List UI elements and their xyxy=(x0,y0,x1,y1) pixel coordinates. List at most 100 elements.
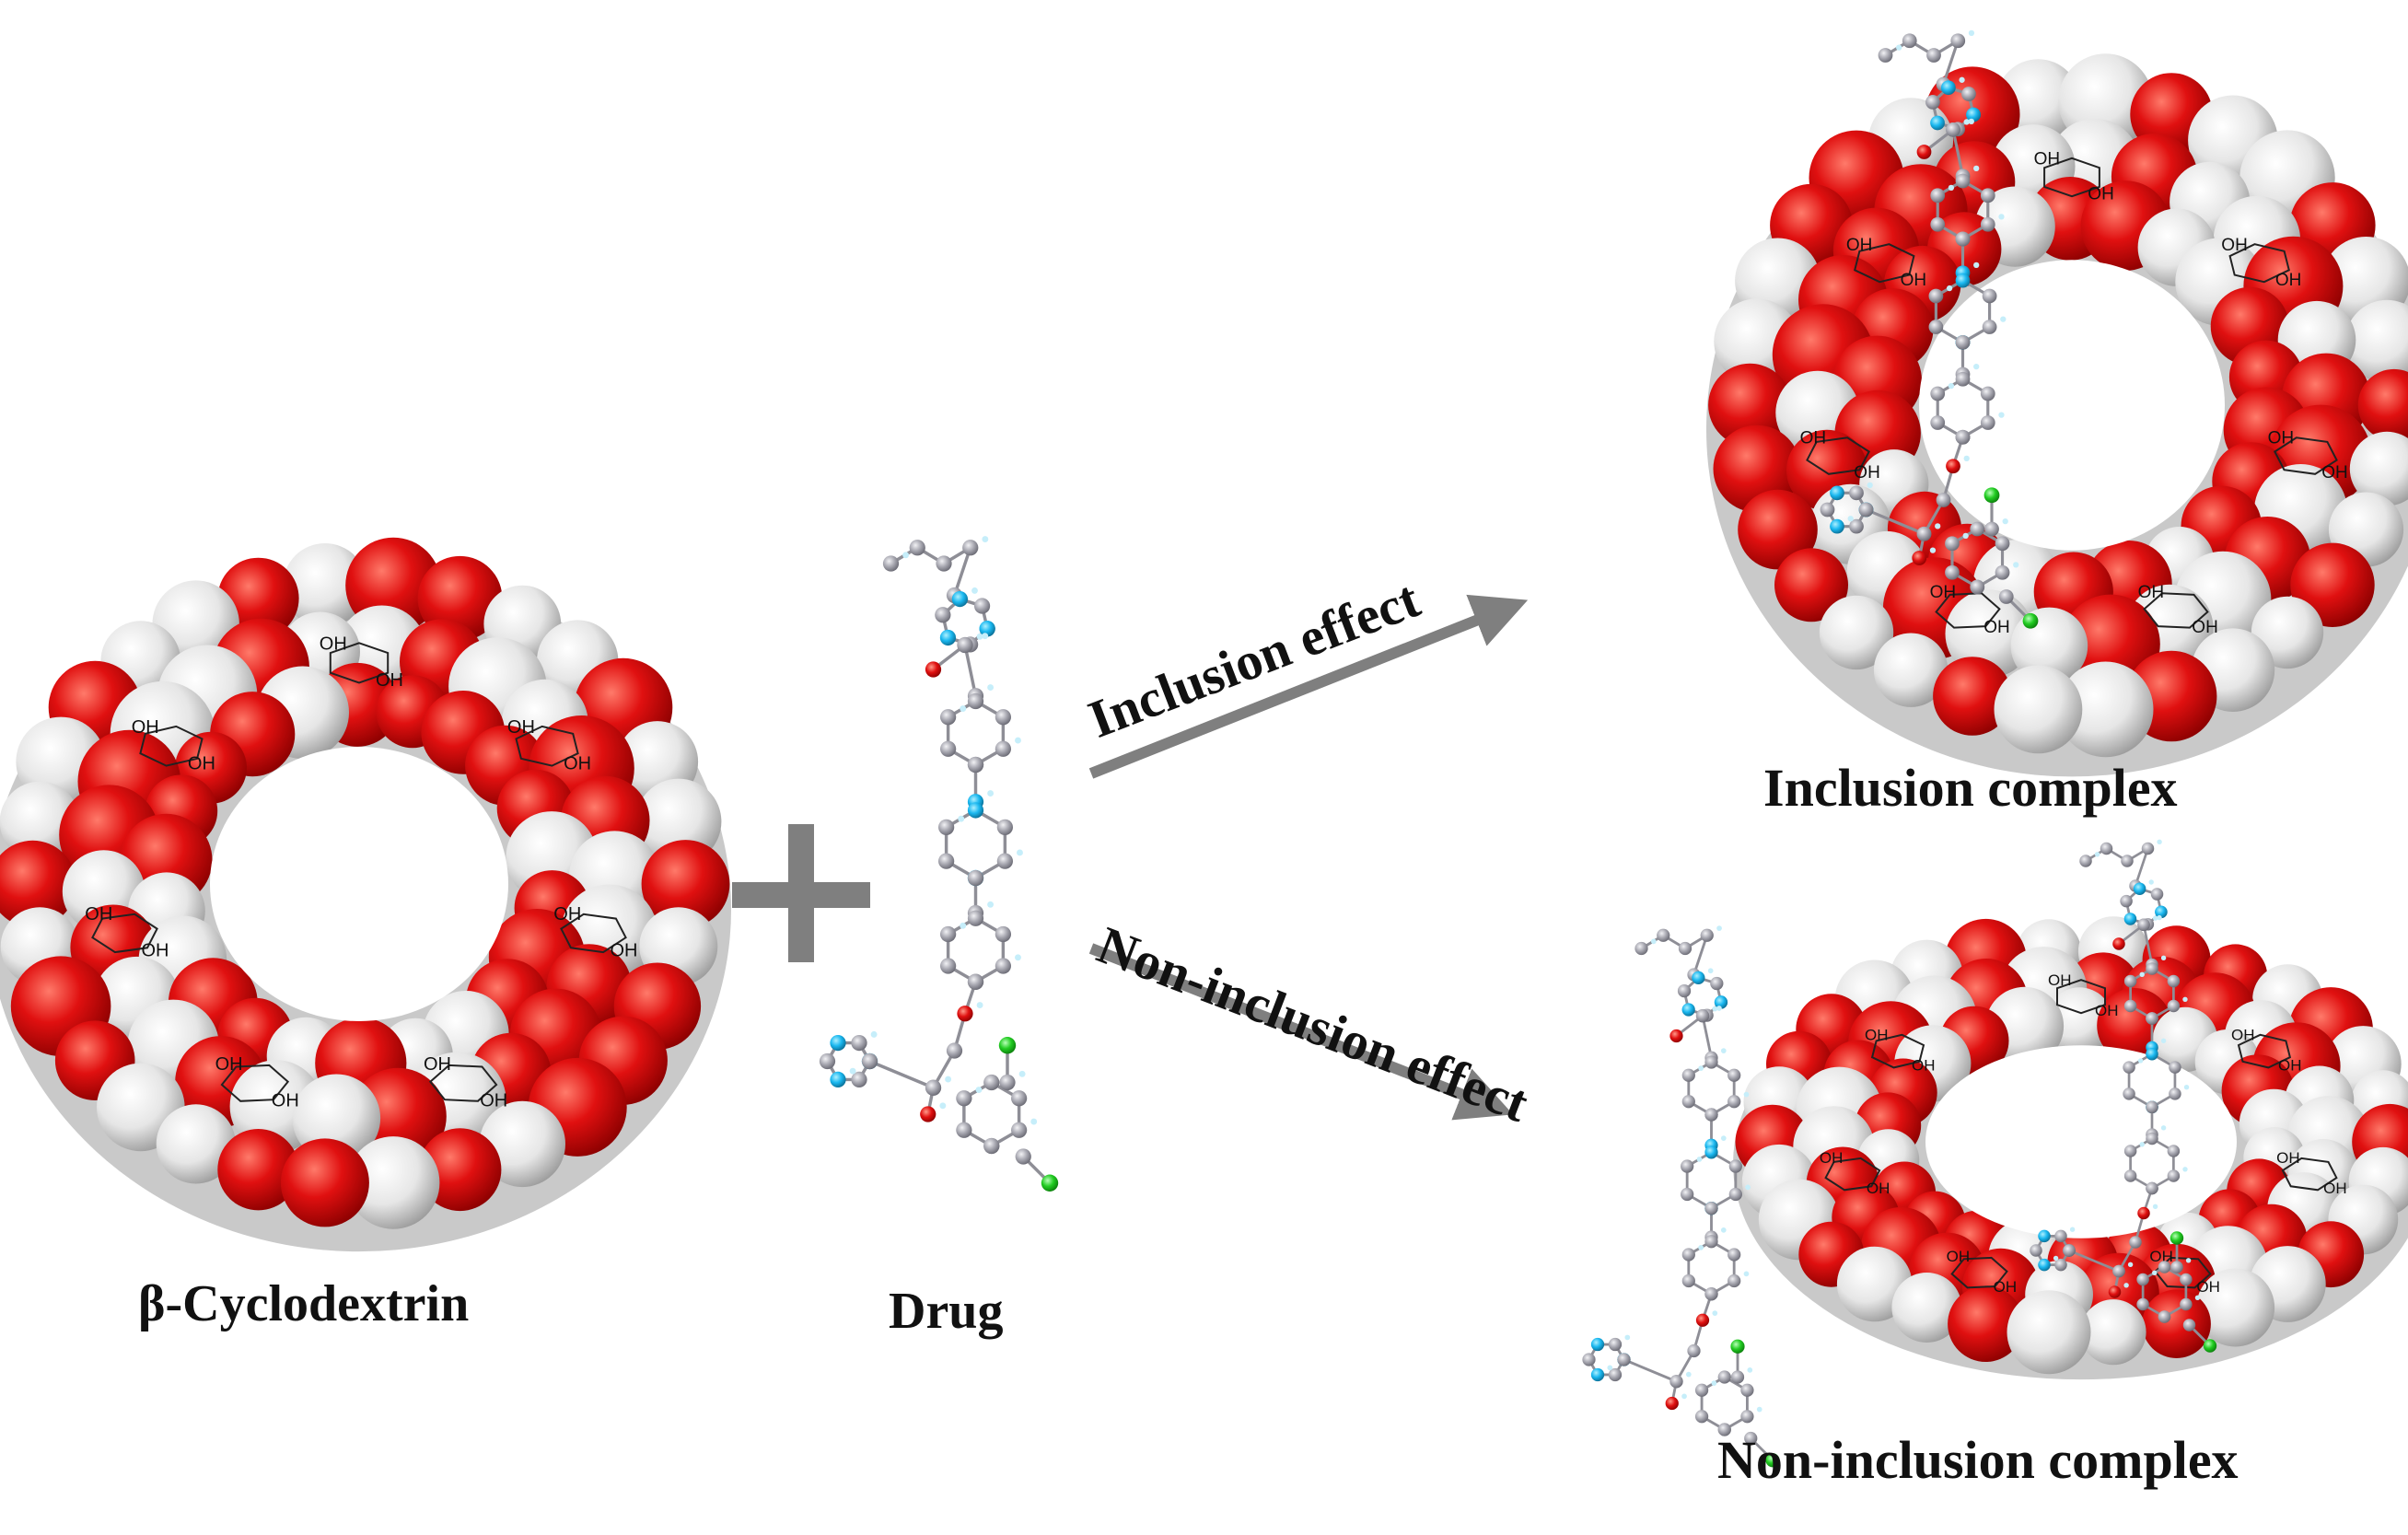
noninclusion-drug-left-bond xyxy=(1623,1358,1678,1383)
noninclusion-drug-right-atom-C xyxy=(2158,1261,2171,1273)
noninclusion-drug-right-atom-H xyxy=(2152,915,2158,921)
noninclusion-drug-right-atom-C xyxy=(2169,1087,2181,1100)
noninclusion-drug-right-atom-Cl xyxy=(2203,1339,2217,1353)
inclusion-drug-atom-N xyxy=(1955,273,1971,288)
cd-left-hydroxyl-label: OH xyxy=(507,717,535,738)
drug-atom-C xyxy=(938,853,955,869)
drug-atom-H xyxy=(982,633,989,640)
drug-atom-N xyxy=(830,1071,846,1088)
noninclusion-drug-left-atom-C xyxy=(1727,1068,1741,1082)
noninclusion-drug-left-atom-H xyxy=(1681,1393,1687,1400)
inclusion-drug-atom-H xyxy=(1973,165,1980,172)
inclusion-drug-atom-C xyxy=(1930,415,1946,430)
drug-atom-O xyxy=(925,661,942,678)
noninclusion-hydroxyl-label: OH xyxy=(2276,1149,2300,1167)
noninclusion-drug-left-atom-O xyxy=(1665,1396,1679,1411)
noninclusion-drug-right-atom-H xyxy=(2182,996,2188,1003)
inclusion-glucose-ring xyxy=(2143,592,2209,629)
noninclusion-drug-right-atom-C xyxy=(2167,999,2181,1013)
noninclusion-hydroxyl-label: OH xyxy=(2095,1002,2119,1019)
noninclusion-drug-left-atom-C xyxy=(1681,1159,1694,1173)
inclusion-drug-atom-N xyxy=(1966,107,1981,122)
noninclusion-drug-right-atom-N xyxy=(2146,1047,2158,1061)
drug-atom-H xyxy=(960,705,967,712)
inclusion-atom xyxy=(1819,595,1894,670)
noninclusion-drug-left-atom-C xyxy=(1728,1187,1742,1202)
drug-atom-N xyxy=(939,629,957,646)
drug-atom-H xyxy=(960,922,967,929)
cd-left-hydroxyl-label: OH xyxy=(553,904,581,924)
noninclusion-drug-left-atom-H xyxy=(1650,938,1657,945)
inclusion-atom xyxy=(1945,589,2034,678)
inclusion-drug-atom-C xyxy=(1995,564,2010,580)
inclusion-drug-atom-N xyxy=(1930,115,1945,131)
noninclusion-drug-left-atom-C xyxy=(1704,1202,1718,1215)
inclusion-drug-atom-C xyxy=(1955,334,1971,350)
noninclusion-drug-right-atom-H xyxy=(2152,1204,2158,1210)
drug-atom-H xyxy=(1018,1070,1026,1077)
noninclusion-glucose-ring xyxy=(2281,1157,2338,1192)
noninclusion-drug-right-atom-C xyxy=(2123,1061,2135,1074)
inclusion-hydroxyl-label: OH xyxy=(1846,236,1873,255)
noninclusion-glucose-ring xyxy=(1824,1157,1881,1192)
inclusion-arrow xyxy=(1088,594,1529,779)
noninclusion-drug-left-atom-C xyxy=(1700,928,1714,942)
drug-atom-H xyxy=(1030,1118,1038,1125)
inclusion-drug-atom-C xyxy=(1955,173,1971,189)
drug-atom-H xyxy=(945,1076,952,1083)
noninclusion-drug-right-atom-N xyxy=(2038,1229,2051,1243)
noninclusion-drug-right-atom-H xyxy=(2182,1167,2188,1172)
noninclusion-drug-right-atom-C xyxy=(2123,1087,2135,1100)
noninclusion-drug-left-atom-H xyxy=(1685,1371,1692,1378)
noninclusion-drug-left-atom-H xyxy=(1624,1334,1631,1341)
inclusion-drug-atom-C xyxy=(1970,521,1985,537)
noninclusion-drug-left-atom-C xyxy=(1740,1383,1754,1397)
inclusion-atom xyxy=(1774,548,1848,622)
inclusion-drug-atom-C xyxy=(1936,493,1951,507)
noninclusion-drug-right-atom-C xyxy=(2123,1169,2137,1182)
inclusion-glucose-ring xyxy=(2228,243,2290,284)
inclusion-drug-atom-C xyxy=(1945,536,1960,552)
drug-atom-O xyxy=(920,1106,936,1122)
inclusion-drug-atom-Cl xyxy=(1983,487,2000,504)
inclusion-hydroxyl-label: OH xyxy=(2275,271,2302,290)
inclusion-drug-atom-H xyxy=(2013,562,2019,568)
noninclusion-drug-right-atom-O xyxy=(2137,1206,2150,1220)
noninclusion-glucose-ring xyxy=(1870,1033,1925,1069)
drug-atom-C xyxy=(939,740,957,757)
noninclusion-drug-left-atom-C xyxy=(1717,1423,1731,1436)
inclusion-glucose-ring xyxy=(2043,157,2100,198)
inclusion-drug-atom-H xyxy=(1973,262,1980,268)
noninclusion-drug-left-atom-C xyxy=(1681,1095,1695,1109)
cd-left-hydroxyl-label: OH xyxy=(272,1091,299,1111)
noninclusion-drug-left-atom-H xyxy=(1712,1006,1718,1012)
noninclusion-drug-right-atom-C xyxy=(2180,1297,2193,1311)
noninclusion-drug-left-atom-C xyxy=(1608,1337,1623,1352)
inclusion-drug-atom-N xyxy=(1941,80,1956,96)
noninclusion-drug-left-atom-C xyxy=(1727,1095,1741,1109)
drug-atom-N xyxy=(967,802,984,819)
noninclusion-drug-right-atom-H xyxy=(2069,1227,2076,1232)
drug-atom-C xyxy=(995,740,1012,757)
inclusion-drug-atom-O xyxy=(1912,551,1927,565)
inclusion-drug-atom-O xyxy=(1946,459,1960,474)
noninclusion-atom xyxy=(2196,1268,2275,1347)
noninclusion-drug-left-atom-O xyxy=(1695,1313,1710,1327)
noninclusion-drug-right-atom-O xyxy=(2112,937,2125,950)
noninclusion-atom xyxy=(1891,1273,1962,1343)
noninclusion-drug-right-atom-C xyxy=(2136,1297,2149,1311)
inclusion-drug-atom-C xyxy=(1916,526,1932,541)
inclusion-drug-atom-H xyxy=(1948,184,1955,192)
drug-atom-C xyxy=(967,973,984,990)
inclusion-drug-atom-C xyxy=(1849,485,1864,501)
noninclusion-drug-right-atom-C xyxy=(2054,1258,2067,1272)
noninclusion-drug-right-atom-C xyxy=(2169,1061,2181,1074)
inclusion-drug-atom-Cl xyxy=(2022,612,2039,629)
drug-atom-C xyxy=(967,869,984,887)
drug-atom-C xyxy=(956,1122,972,1138)
inclusion-drug-atom-C xyxy=(1980,415,1995,430)
drug-atom-C xyxy=(995,709,1012,726)
inclusion-hydroxyl-label: OH xyxy=(2138,583,2165,602)
